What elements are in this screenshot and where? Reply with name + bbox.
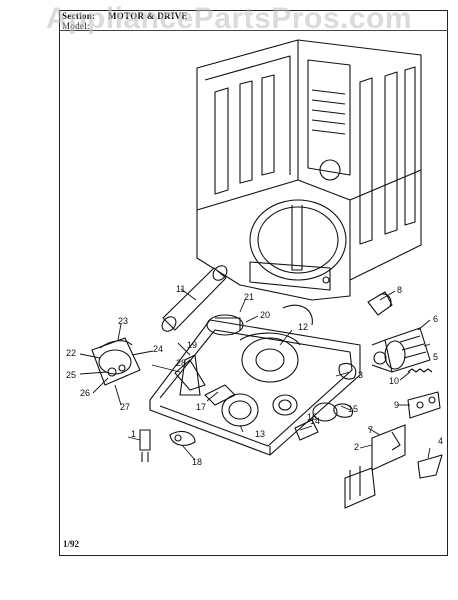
callout-18: 18 xyxy=(192,457,202,467)
callout-7: 7 xyxy=(368,425,373,435)
callout-21: 21 xyxy=(244,292,254,302)
callout-22: 22 xyxy=(66,348,76,358)
callout-27: 27 xyxy=(120,402,130,412)
revision-date: 1/92 xyxy=(63,539,80,549)
callout-16: 16 xyxy=(307,412,317,422)
callout-10: 10 xyxy=(389,376,399,386)
callout-labels: 1234567891011121314151617181920212223242… xyxy=(66,284,443,467)
callout-8: 8 xyxy=(397,285,402,295)
small-parts-drawing xyxy=(139,304,443,479)
callout-20: 20 xyxy=(260,310,270,320)
leader-lines xyxy=(79,288,431,461)
callout-11: 11 xyxy=(176,284,185,294)
callout-5: 5 xyxy=(433,352,438,362)
header-divider xyxy=(59,30,448,31)
base-pan-drawing xyxy=(149,319,361,456)
motor-assembly-drawing xyxy=(367,291,431,373)
callout-12: 12 xyxy=(298,322,308,332)
callout-28: 28 xyxy=(176,358,186,368)
callout-1: 1 xyxy=(131,429,136,439)
section-label: Section: xyxy=(62,11,96,21)
leveling-bracket-drawing xyxy=(344,424,406,509)
callout-3: 3 xyxy=(358,370,363,380)
callout-17: 17 xyxy=(196,402,206,412)
diagram-frame xyxy=(59,10,448,556)
spring-drawing xyxy=(407,368,433,373)
callout-6: 6 xyxy=(433,314,438,324)
callout-26: 26 xyxy=(80,388,90,398)
control-assembly-drawing xyxy=(91,337,141,386)
callout-24: 24 xyxy=(153,344,163,354)
callout-14: 14 xyxy=(310,416,320,426)
callout-23: 23 xyxy=(118,316,128,326)
callout-25: 25 xyxy=(66,370,76,380)
belt-idler-drawing xyxy=(206,314,244,336)
section-title: MOTOR & DRIVE xyxy=(108,11,188,21)
bracket-drawing xyxy=(407,391,441,419)
cabinet-drawing xyxy=(196,39,422,301)
callout-19: 19 xyxy=(187,340,197,350)
callout-13: 13 xyxy=(255,429,265,439)
callout-2: 2 xyxy=(354,442,359,452)
watermark-text: AppliancePartsPros.com xyxy=(45,2,413,35)
callout-4: 4 xyxy=(438,436,443,446)
callout-15: 15 xyxy=(348,404,358,414)
model-label: Model: xyxy=(62,21,90,31)
callout-9: 9 xyxy=(394,400,399,410)
